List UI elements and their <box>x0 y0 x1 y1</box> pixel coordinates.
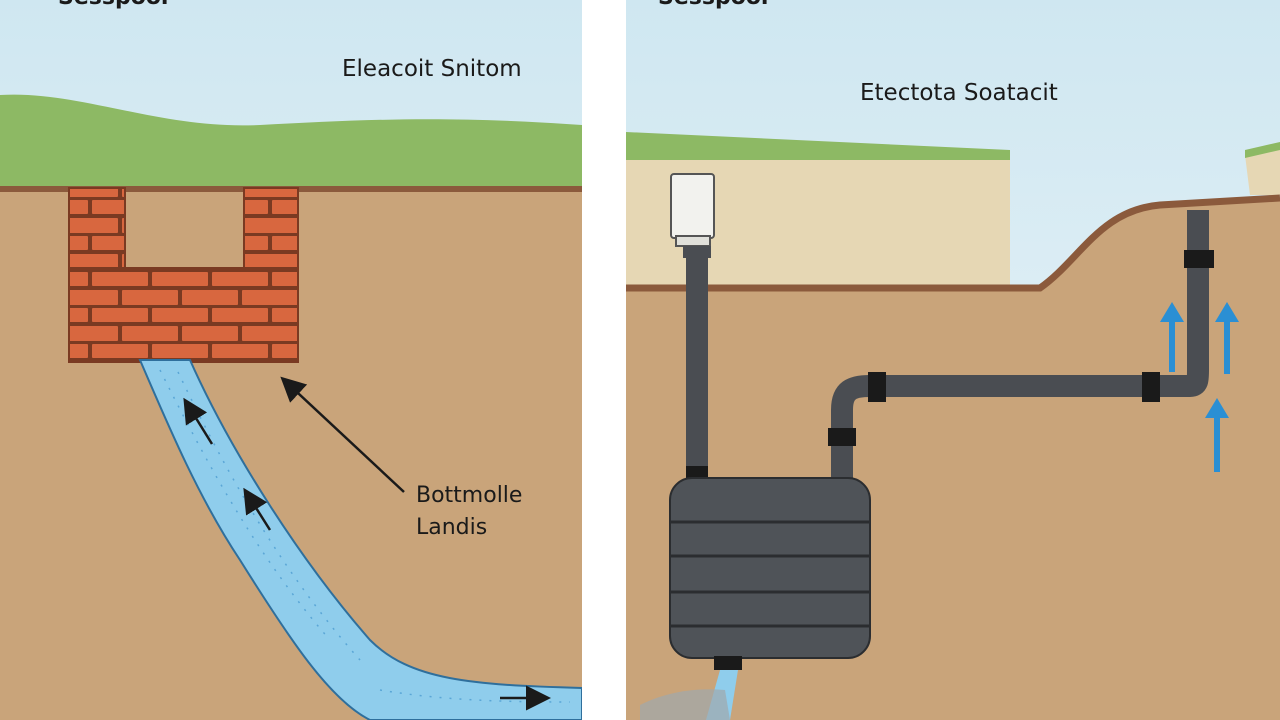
water-channel <box>138 359 582 720</box>
flow-arrow-icon <box>1160 302 1184 372</box>
flow-arrow-icon <box>183 397 214 445</box>
right-panel-title: Sesspool <box>658 0 768 10</box>
right-panel: Sesspool Etectota Soatacit <box>626 0 1280 720</box>
flow-arrow-icon <box>1205 398 1229 472</box>
concrete-block-far <box>1245 145 1280 195</box>
upward-flow-arrows <box>1160 302 1239 472</box>
left-panel-title: Sesspool <box>58 0 168 10</box>
left-system-label: Eleacoit Snitom <box>342 56 522 82</box>
left-grass <box>0 94 582 190</box>
panel-divider <box>582 0 626 720</box>
callout-label-line-1: Bottmolle <box>416 483 522 508</box>
right-grass <box>626 132 1010 160</box>
flow-arrow-icon <box>1215 302 1239 374</box>
vent-cap-icon <box>670 173 715 258</box>
right-soil-edge <box>626 194 1280 292</box>
pipe-couplings <box>686 250 1214 480</box>
water-flow-arrows <box>183 397 551 711</box>
left-panel: Sesspool Eleacoit Snitom Bottmolle Landi… <box>0 0 582 720</box>
pipe-network <box>686 210 1209 480</box>
flow-arrow-icon <box>243 487 272 531</box>
callout-arrow <box>280 376 405 493</box>
brick-chamber-icon <box>68 187 299 363</box>
right-grass-far <box>1245 142 1280 158</box>
septic-tank-icon <box>669 477 871 670</box>
discharge-splash <box>640 689 730 720</box>
callout-label-line-2: Landis <box>416 515 487 540</box>
water-ripples <box>159 369 571 703</box>
right-system-label: Etectota Soatacit <box>860 80 1058 106</box>
